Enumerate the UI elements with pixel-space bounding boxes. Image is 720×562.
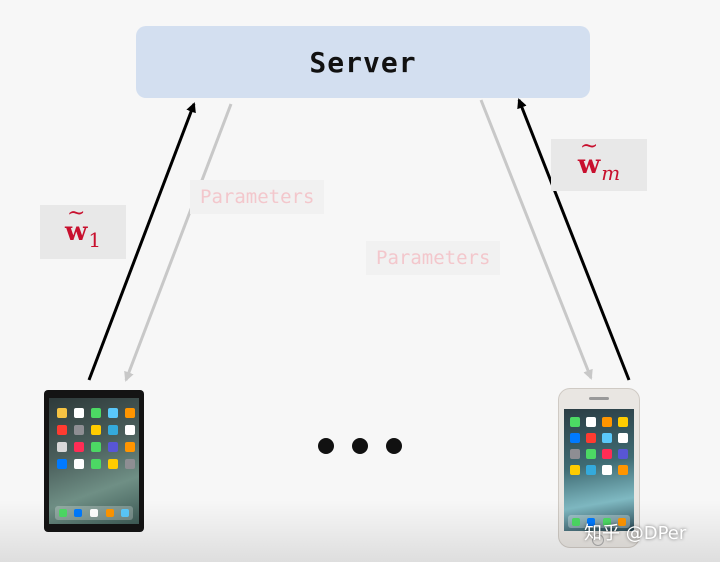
- tablet-screen: [49, 398, 139, 524]
- app-icon: [570, 433, 580, 443]
- upload-arrow-left: [87, 102, 196, 381]
- app-icon: [570, 465, 580, 475]
- app-icon: [74, 459, 84, 469]
- app-icon: [108, 425, 118, 435]
- phone-dock: [568, 515, 630, 528]
- tilde-mark: ~: [579, 134, 599, 159]
- app-icon: [74, 408, 84, 418]
- app-icon: [125, 459, 135, 469]
- app-icon: [74, 442, 84, 452]
- app-icon: [108, 442, 118, 452]
- phone-speaker: [589, 397, 609, 400]
- app-icon: [108, 408, 118, 418]
- app-icon: [602, 433, 612, 443]
- server-box: Server: [136, 26, 590, 98]
- tablet-icon: [44, 390, 144, 532]
- dock-app-icon: [58, 509, 67, 517]
- app-icon: [57, 408, 67, 418]
- dock-app-icon: [571, 517, 580, 526]
- app-icon: [570, 417, 580, 427]
- app-icon: [91, 408, 101, 418]
- app-icon: [125, 442, 135, 452]
- app-icon: [74, 425, 84, 435]
- weight-symbol-letter: w: [577, 150, 601, 180]
- ellipsis-dot: [352, 438, 368, 454]
- dock-app-icon: [602, 517, 611, 526]
- app-icon: [91, 442, 101, 452]
- app-icon: [125, 425, 135, 435]
- bottom-shade: [0, 500, 720, 562]
- parameters-label-right: Parameters: [366, 241, 501, 275]
- app-icon: [618, 449, 628, 459]
- app-icon: [91, 425, 101, 435]
- app-icon: [602, 465, 612, 475]
- app-icon: [108, 459, 118, 469]
- app-icon: [586, 433, 596, 443]
- app-icon: [57, 459, 67, 469]
- phone-icon: [558, 388, 640, 548]
- app-icon: [125, 408, 135, 418]
- dock-app-icon: [587, 517, 596, 526]
- dock-app-icon: [74, 509, 83, 517]
- parameters-label-left: Parameters: [190, 180, 325, 214]
- dock-app-icon: [89, 509, 98, 517]
- app-icon: [618, 417, 628, 427]
- app-icon: [602, 417, 612, 427]
- weight-symbol: ~w: [577, 134, 601, 180]
- server-label: Server: [309, 45, 417, 79]
- app-icon: [618, 465, 628, 475]
- watermark-text: 知乎 @DPer: [584, 523, 687, 544]
- dock-app-icon: [618, 517, 627, 526]
- app-icon: [91, 459, 101, 469]
- download-arrow-right: [479, 99, 593, 380]
- app-icon: [57, 442, 67, 452]
- app-icon: [586, 417, 596, 427]
- app-icon: [586, 465, 596, 475]
- more-clients-ellipsis: [318, 438, 402, 454]
- weight-subscript: 1: [88, 228, 102, 252]
- download-arrow-left: [124, 103, 233, 382]
- phone-screen: [564, 409, 634, 531]
- weight-subscript: m: [601, 161, 621, 185]
- app-icon: [586, 449, 596, 459]
- app-icon: [618, 433, 628, 443]
- weight-symbol-letter: w: [64, 217, 88, 247]
- upload-arrow-right: [517, 98, 631, 381]
- weight-symbol: ~w: [64, 201, 88, 247]
- tablet-dock: [55, 506, 133, 520]
- phone-app-grid: [570, 417, 628, 475]
- app-icon: [602, 449, 612, 459]
- app-icon: [570, 449, 580, 459]
- phone-home-button: [592, 534, 604, 546]
- app-icon: [57, 425, 67, 435]
- tilde-mark: ~: [66, 201, 86, 226]
- dock-app-icon: [121, 509, 130, 517]
- dock-app-icon: [105, 509, 114, 517]
- ellipsis-dot: [386, 438, 402, 454]
- tablet-app-grid: [57, 408, 135, 469]
- ellipsis-dot: [318, 438, 334, 454]
